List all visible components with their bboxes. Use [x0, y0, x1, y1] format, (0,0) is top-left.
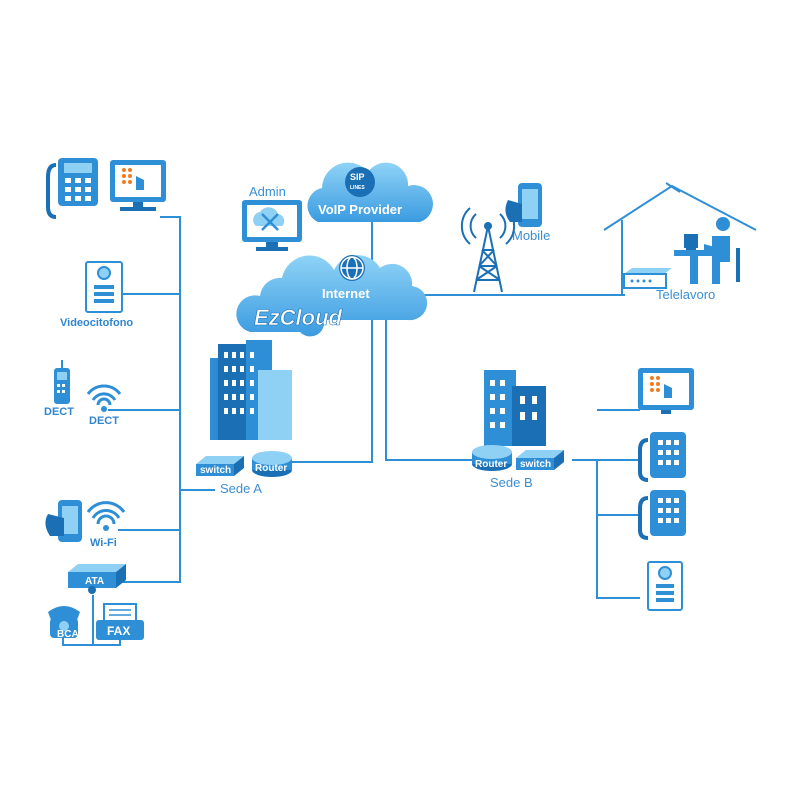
touch-monitor-icon [110, 160, 166, 211]
voip-provider-cloud [307, 162, 433, 222]
router-b-label: Router [475, 459, 507, 470]
dect-wireless-icon [86, 384, 122, 412]
sede-a-building-icon [210, 340, 292, 440]
globe-icon [339, 255, 365, 281]
admin-label: Admin [249, 184, 286, 199]
voip-provider-label: VoIP Provider [318, 202, 402, 217]
dect-wireless-label: DECT [89, 415, 119, 427]
sip-badge-top: SIP [350, 172, 365, 182]
worker-at-desk-icon [674, 217, 740, 284]
mobile-label: Mobile [512, 228, 550, 243]
admin-monitor-icon [242, 200, 302, 251]
fax-icon [96, 603, 144, 640]
dect-handset-icon [54, 360, 70, 404]
desk-phone-icon [638, 432, 686, 482]
router-a-icon [252, 451, 292, 477]
house-outline-icon [603, 182, 757, 295]
wifi-label: Wi-Fi [90, 537, 117, 549]
fax-label: FAX [107, 624, 130, 638]
desk-phone-icon [638, 490, 686, 540]
videocitofono-icon [85, 261, 123, 313]
switch-a-label: switch [200, 465, 231, 476]
sede-a-label: Sede A [220, 481, 262, 496]
modem-icon [623, 268, 672, 289]
telelavoro-label: Telelavoro [656, 287, 715, 302]
sip-badge-bottom: LINES [350, 185, 365, 191]
bca-phone-icon [48, 606, 80, 638]
switch-a-icon [196, 456, 244, 476]
internet-label: Internet [322, 286, 370, 301]
videocitofono-icon [647, 561, 683, 611]
touch-monitor-icon [638, 368, 694, 414]
connection-lines [62, 216, 640, 646]
ata-label: ATA [85, 576, 104, 587]
router-a-label: Router [255, 463, 287, 474]
sede-b-building-icon [484, 370, 546, 446]
switch-b-icon [516, 450, 564, 470]
sede-b-label: Sede B [490, 475, 533, 490]
desk-phone-icon [46, 158, 98, 219]
ezcloud-label: EzCloud [254, 305, 343, 330]
wifi-icon [86, 501, 126, 531]
bca-label: BCA [57, 629, 79, 640]
router-b-icon [472, 445, 512, 471]
ata-device-icon [68, 564, 126, 594]
internet-cloud [236, 255, 428, 337]
switch-b-label: switch [520, 459, 551, 470]
mobile-phone-icon [505, 183, 542, 227]
smartphone-hand-icon [45, 500, 82, 542]
dect-handset-label: DECT [44, 406, 74, 418]
videocitofono-label: Videocitofono [60, 317, 133, 329]
cell-tower-icon [460, 207, 516, 293]
